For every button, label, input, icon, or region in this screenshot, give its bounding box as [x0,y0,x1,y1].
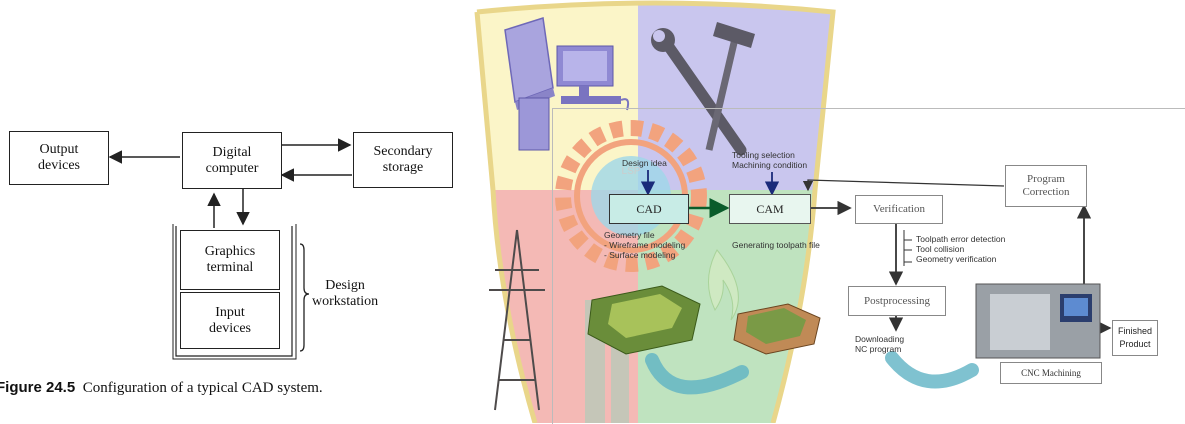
design-workstation-line1: Design [325,278,365,293]
cad-label: CAD [636,201,662,216]
verification-note2: Tool collision [916,244,965,254]
postprocessing-box: Postprocessing [848,286,946,316]
tooling-notes: Tooling selection Machining condition [732,150,807,170]
cnc-machining-label: CNC Machining [1021,367,1081,378]
geometry-line1: Geometry file [604,230,655,240]
secondary-storage-line2: storage [382,160,424,175]
output-devices-line1: Output [39,142,79,157]
verification-box: Verification [855,195,943,224]
cad-cam-flow-panel [552,108,1185,424]
figure-caption: Figure 24.5 Configuration of a typical C… [0,379,323,397]
badge-text: LSP [622,166,641,177]
cad-cam-flow-connectors [587,170,1112,395]
finished-product-box: Finished Product [1112,320,1158,356]
figure-caption-number: Figure 24.5 [0,379,76,396]
cad-model-copper [733,303,821,355]
digital-computer-line1: Digital [212,144,252,160]
figure-caption-text: Configuration of a typical CAD system. [82,380,323,396]
digital-computer-box: Digital computer [182,132,282,189]
finished-product-line1: Finished [1117,326,1153,336]
flame-icon [707,249,739,321]
verification-notes: Toolpath error detection Tool collision … [916,234,1005,264]
graphics-terminal-line1: Graphics [204,244,256,259]
swirl-arrow-right [885,351,979,389]
cad-model-green [587,285,701,355]
downloading-line2: NC program [855,344,902,354]
computer-icon [518,45,630,151]
program-correction-line1: Program [1027,173,1065,185]
verification-label: Verification [873,203,925,215]
input-devices-box: Input devices [180,292,280,349]
output-devices-line2: devices [38,158,80,173]
swirl-arrow-left [645,353,749,395]
downloading-notes: Downloading NC program [855,334,904,354]
cam-box: CAM [729,194,811,224]
design-workstation-line2: workstation [312,294,379,309]
tooling-line2: Machining condition [732,160,808,170]
verification-note3: Geometry verification [916,254,997,264]
finished-product-line2: Product [1119,339,1151,349]
input-devices-line1: Input [215,304,245,320]
secondary-storage-box: Secondary storage [353,132,453,188]
program-correction-line2: Correction [1022,186,1070,198]
geometry-line3: - Surface modeling [604,250,676,260]
graphics-terminal-box: Graphics terminal [180,230,280,290]
geometry-notes: Geometry file - Wireframe modeling - Sur… [604,230,685,260]
verification-note1: Toolpath error detection [916,234,1006,244]
postprocessing-label: Postprocessing [864,294,930,307]
cam-label: CAM [756,201,784,216]
cad-box: CAD [609,194,689,224]
secondary-storage-line1: Secondary [373,144,433,159]
geometry-line2: - Wireframe modeling [604,240,686,250]
input-devices-line2: devices [209,320,251,336]
downloading-line1: Downloading [855,334,905,344]
cnc-machine-image [975,283,1101,359]
digital-computer-line2: computer [205,160,259,176]
cnc-machining-box: CNC Machining [1000,362,1102,384]
program-correction-box: Program Correction [1005,165,1087,207]
toolpath-file-label: Generating toolpath file [732,240,820,250]
design-workstation-label: Design workstation [312,278,378,310]
pylon-icon [489,229,545,411]
watermark-shield: LSP [474,0,836,423]
tooling-line1: Tooling selection [732,150,795,160]
tools-icon [651,22,755,156]
design-idea-label: Design idea [622,158,667,168]
graphics-terminal-line2: terminal [206,260,254,275]
output-devices-box: Output devices [9,131,109,185]
cad-config-connectors [108,138,352,360]
